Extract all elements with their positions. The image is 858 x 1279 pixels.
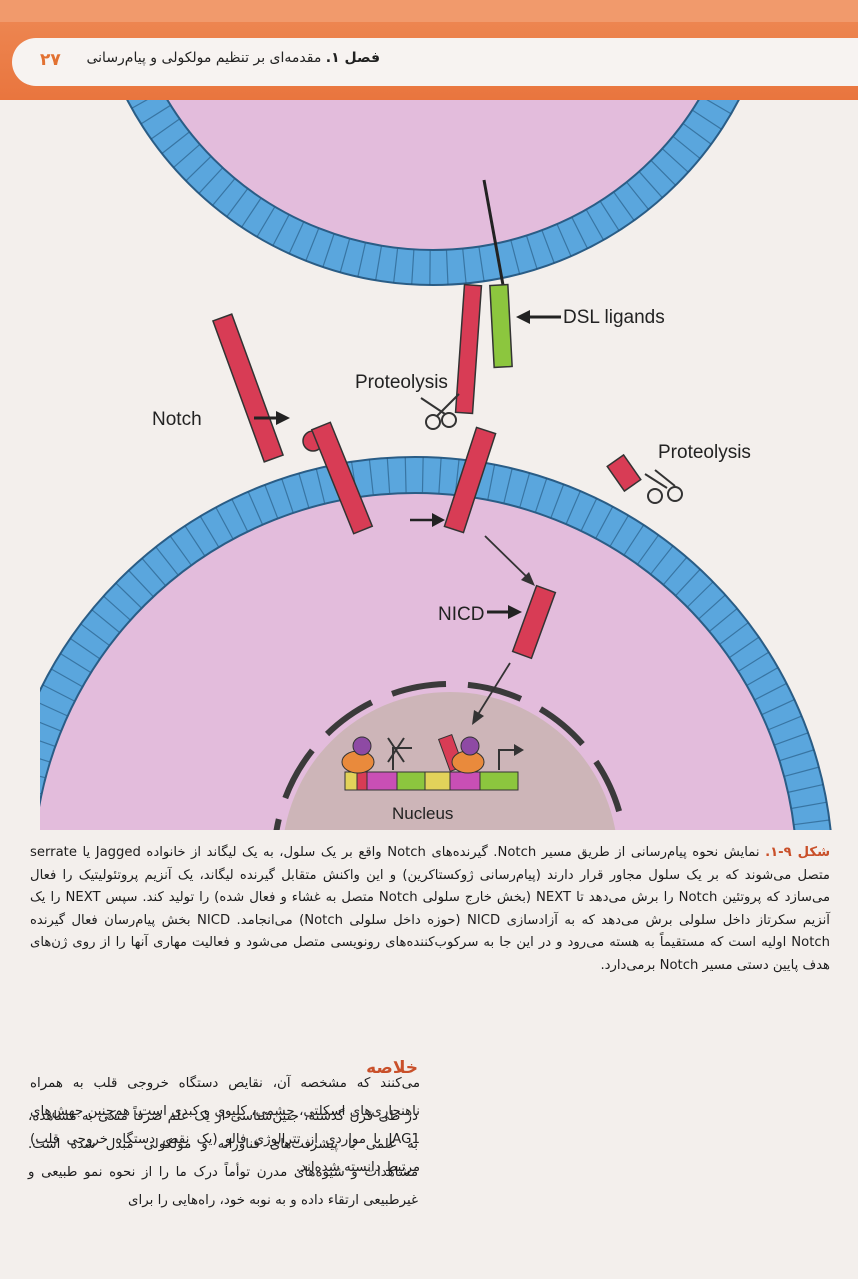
upper-cell-cytoplasm [166, 100, 700, 251]
chapter-label: فصل ۱. [325, 50, 380, 66]
summary-paragraph: در طی قرن گذشته، جنین‌شناسی از یک علم صر… [28, 1109, 418, 1208]
notch-extracellular-fragment [454, 283, 483, 415]
scissors-icon-1 [420, 393, 460, 430]
dsl-ligand [489, 283, 513, 369]
figure-number: شکل ۹-۱. [765, 845, 831, 860]
nicd-label: NICD [438, 604, 484, 625]
nicd-fragment [511, 584, 557, 660]
notch-receptor-upper [211, 313, 285, 463]
nicd-path-arrow [484, 535, 531, 581]
notch-signaling-figure: DSL ligands Notch Proteolysis Proteolysi… [40, 100, 832, 830]
scissors-icon-2 [644, 469, 683, 504]
next-fragment [443, 426, 497, 534]
proteolysis-label-2: Proteolysis [658, 442, 751, 463]
released-fragment [606, 453, 642, 493]
continued-paragraph: می‌کنند که مشخصه آن، نقایص دستگاه خروجی … [30, 1076, 420, 1175]
coactivator-right [460, 736, 480, 756]
notch-receptor-lower [310, 421, 374, 535]
chapter-title-text: مقدمه‌ای بر تنظیم مولکولی و پیام‌رسانی [86, 50, 322, 66]
lower-cell-cytoplasm [40, 492, 796, 830]
target-gene-dna [344, 771, 519, 791]
page-number: ۲۷ [40, 50, 61, 70]
notch-label: Notch [152, 409, 202, 430]
proteolysis-label-1: Proteolysis [355, 372, 448, 393]
summary-heading: خلاصه [366, 1058, 418, 1078]
caption-text: نمایش نحوه پیام‌رسانی از طریق مسیر Notch… [30, 845, 831, 973]
corepressor-left [352, 736, 372, 756]
ligand-anchor-line [482, 179, 505, 286]
header-strip [0, 0, 858, 22]
chapter-title: فصل ۱. مقدمه‌ای بر تنظیم مولکولی و پیام‌… [86, 50, 380, 66]
nucleus-label: Nucleus [392, 804, 453, 823]
figure-caption: شکل ۹-۱. نمایش نحوه پیام‌رسانی از طریق م… [30, 842, 830, 977]
nuclear-entry-arrow [476, 662, 511, 717]
running-header [12, 38, 858, 86]
transcription-start-arrow [498, 749, 518, 770]
dsl-ligands-label: DSL ligands [563, 307, 665, 328]
